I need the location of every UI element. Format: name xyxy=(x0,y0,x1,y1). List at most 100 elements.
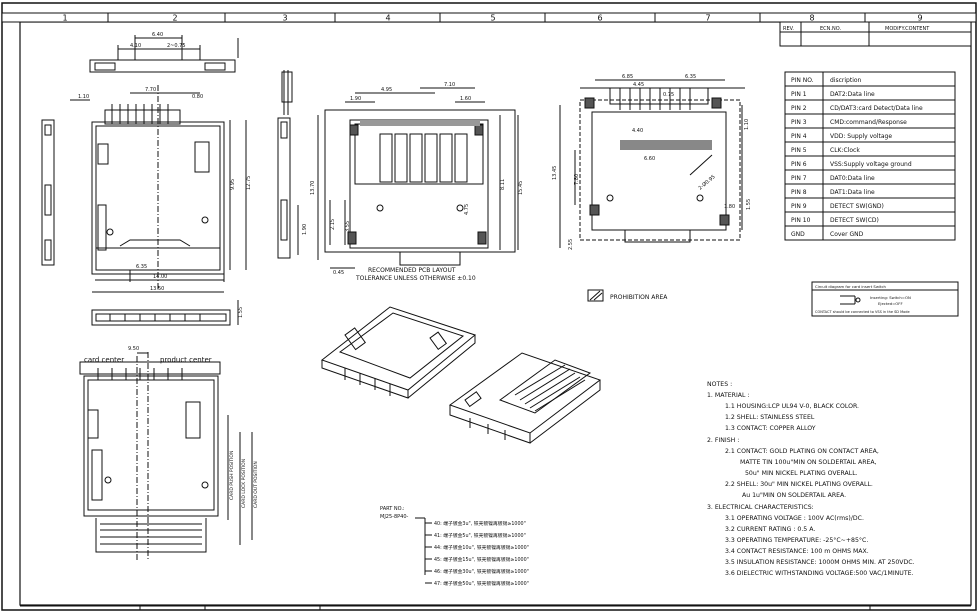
zone-label: 5 xyxy=(490,14,495,23)
dimension-label: 2~0.75 xyxy=(167,43,186,49)
dimension-label: 6.40 xyxy=(152,32,163,38)
note-line: 2. FINISH : xyxy=(707,437,739,444)
pin-description: DAT1:Data line xyxy=(830,189,875,196)
bottom-side-view xyxy=(91,300,239,326)
dimension-label: 6.60 xyxy=(644,156,655,162)
dimension-label: 7.80 xyxy=(574,174,580,185)
card-push-position-label: CARD PUSH POSITION xyxy=(229,451,235,500)
pin-description: DETECT SW(GND) xyxy=(830,203,884,210)
detect-switch-diagram: Circuit diagram for card insert Switch I… xyxy=(811,281,959,317)
part-option: 41: 端子镀金5u", 铁壳镀镍再镀锡≥1000" xyxy=(434,532,526,539)
product-center-label: product center xyxy=(160,356,212,364)
pin-description: VSS:Supply voltage ground xyxy=(830,161,912,168)
isometric-view-2 xyxy=(448,352,602,444)
pin-description: CMD:command/Response xyxy=(830,119,907,126)
zone-label: 3 xyxy=(282,14,287,23)
dimension-label: 3.55 xyxy=(345,221,351,232)
dimension-label: 8.11 xyxy=(500,179,506,190)
isometric-view-1 xyxy=(320,306,477,399)
top-view-main xyxy=(70,85,247,293)
dimension-label: 1.55 xyxy=(746,199,752,210)
zone-label: 1 xyxy=(62,14,67,23)
dimension-label: 4.95 xyxy=(381,87,392,93)
zone-label: 8 xyxy=(809,14,814,23)
note-line: 3.4 CONTACT RESISTANCE: 100 m OHMS MAX. xyxy=(725,548,869,555)
modify-header: MODIFY.CONTENT xyxy=(885,26,930,32)
detect-box-note: CONTACT should be connected to VSS in th… xyxy=(815,310,910,314)
part-option: 47: 端子镀金50u", 铁壳镀镍再镀锡≥1000" xyxy=(434,580,529,587)
detect-box-title: Circuit diagram for card insert Switch xyxy=(815,284,887,289)
recommended-layout-label: RECOMMENDED PCB LAYOUT xyxy=(368,267,456,274)
dimension-label: 2.15 xyxy=(330,219,336,230)
hatched-areas xyxy=(360,120,480,126)
ecn-header: ECN.NO. xyxy=(820,26,841,32)
dimension-label: 1.10 xyxy=(744,119,750,130)
dimension-label: 9.50 xyxy=(128,346,139,352)
zone-label: 6 xyxy=(597,14,602,23)
prohibition-legend: PROHIBITION AREA xyxy=(587,289,668,302)
pin-number: PIN 2 xyxy=(791,105,807,112)
pin-number: PIN 5 xyxy=(791,147,807,154)
note-line: 1.3 CONTACT: COPPER ALLOY xyxy=(725,425,816,432)
note-line: Au 1u"MIN ON SOLDERTAIL AREA. xyxy=(742,492,846,499)
note-line: 3.6 DIELECTRIC WITHSTANDING VOLTAGE:500 … xyxy=(725,570,914,577)
side-view-left xyxy=(41,70,299,266)
note-line: 2.1 CONTACT: GOLD PLATING ON CONTACT ARE… xyxy=(725,448,879,455)
dimension-label: 6.35 xyxy=(685,74,696,80)
part-option: 45: 端子镀金15u", 铁壳镀镍再镀锡≥1000" xyxy=(434,556,529,563)
pin-description: VDD: Supply voltage xyxy=(830,133,892,140)
pin-number: GND xyxy=(791,231,805,238)
zone-label: 2 xyxy=(172,14,177,23)
dimension-label: 0.75 xyxy=(663,92,674,98)
dimension-label: 7.10 xyxy=(444,82,455,88)
dimension-label: 9.95 xyxy=(230,179,236,190)
note-line: 1.1 HOUSING:LCP UL94 V-0, BLACK COLOR. xyxy=(725,403,859,410)
note-line: 1.2 SHELL: STAINLESS STEEL xyxy=(725,414,815,421)
pin-table: PIN NO. discription PIN 1 DAT2:Data line… xyxy=(784,71,956,241)
dimension-label: 0.45 xyxy=(333,270,344,276)
note-line: MATTE TIN 100u"MIN ON SOLDERTAIL AREA, xyxy=(740,459,877,466)
detect-box-line: Ejected=OFF xyxy=(878,301,903,306)
dimension-label: 4.45 xyxy=(633,82,644,88)
note-line: 3.2 CURRENT RATING : 0.5 A. xyxy=(725,526,815,533)
part-option: 40: 端子镀金3u", 铁壳镀镍再镀锡≥1000" xyxy=(434,520,526,527)
pin-number: PIN 8 xyxy=(791,189,807,196)
pin-number: PIN 10 xyxy=(791,217,811,224)
note-line: 3.1 OPERATING VOLTAGE : 100V AC(rms)/DC. xyxy=(725,515,864,522)
title-strip xyxy=(20,605,971,610)
notes-title: NOTES : xyxy=(707,381,732,388)
dimension-label: 1.80 xyxy=(724,204,735,210)
pin-number: PIN 7 xyxy=(791,175,807,182)
pin-description: CLK:Clock xyxy=(830,147,860,154)
dimension-label: 0.80 xyxy=(192,94,203,100)
dimension-label: 7.70 xyxy=(145,87,156,93)
push-position-view xyxy=(79,352,253,560)
pcb-footprint-view xyxy=(317,87,519,269)
pin-number: PIN 9 xyxy=(791,203,807,210)
dimension-label: 4.10 xyxy=(130,43,141,49)
dimension-label: 15.45 xyxy=(518,181,524,195)
dimension-label: 13.70 xyxy=(310,181,316,195)
zone-label: 4 xyxy=(385,14,390,23)
note-line: 50u" MIN NICKEL PLATING OVERALL. xyxy=(745,470,858,477)
pin-description: Cover GND xyxy=(830,231,864,238)
front-view-top xyxy=(89,35,239,73)
pin-description: DAT0:Data line xyxy=(830,175,875,182)
card-center-label: card center xyxy=(84,356,124,364)
card-lock-position-label: CARD LOCK POSITION xyxy=(241,459,247,508)
card-out-position-label: CARD OUT POSITION xyxy=(253,461,259,508)
notes-block: NOTES : 1. MATERIAL : 1.1 HOUSING:LCP UL… xyxy=(707,381,915,577)
zone-bar: 1 2 3 4 5 6 7 8 9 xyxy=(1,12,977,23)
dimension-label: 2.55 xyxy=(568,239,574,250)
zone-label: 7 xyxy=(705,14,710,23)
dimension-label: 1.90 xyxy=(350,96,361,102)
hatched-areas xyxy=(620,140,712,150)
pin-table-header: PIN NO. xyxy=(791,77,814,84)
pin-description: DETECT SW(CD) xyxy=(830,217,879,224)
dimension-label: 1.90 xyxy=(302,224,308,235)
part-number-block: PART NO.: MJ25-8P40- 40: 端子镀金3u", 铁壳镀镍再镀… xyxy=(380,506,529,587)
dimension-label: 6.35 xyxy=(136,264,147,270)
dimension-label: 2-Ø0.95 xyxy=(697,173,717,191)
rev-header: REV. xyxy=(783,26,794,32)
